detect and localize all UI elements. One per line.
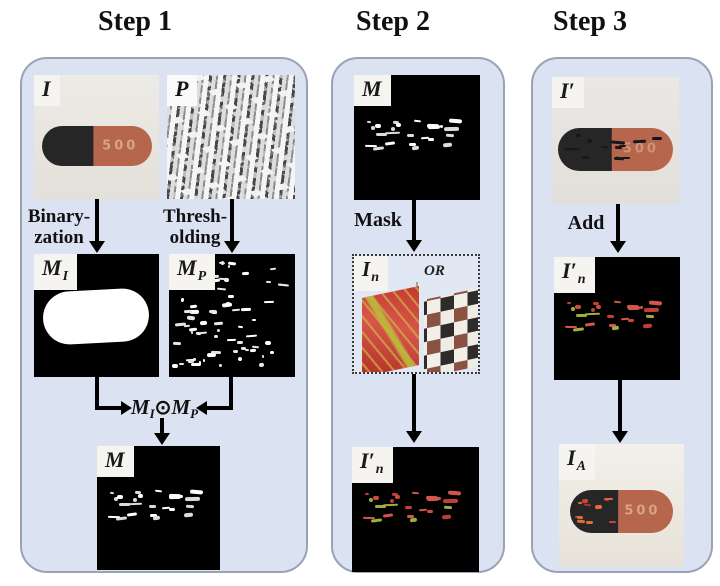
noise-image-inp2: I′n [554,257,680,380]
mask-label: Mask [354,209,402,231]
label-text-mi: M [42,255,62,280]
label-chip-p: P [167,75,198,107]
label-text-mp: M [177,255,197,280]
label-text-i: I [42,76,51,101]
label-text-inp: I′ [360,448,375,473]
step1-header: Step 1 [98,6,172,37]
capsule-pill: 500 [41,125,152,166]
down-arrow-thresholding [230,199,234,242]
mask-image-mi: MI [34,254,159,377]
hadamard-op-label: MI⊙MP [122,395,207,422]
leaf-texture-image [362,285,419,372]
or-label: OR [424,263,445,279]
label-text-m: M [105,447,125,472]
thresholding-line1: Thresh- [162,206,228,227]
pill-imprint-text-ia: 500 [624,503,661,519]
down-arrow-binarization [95,199,99,242]
label-chip-i: I [34,75,60,107]
label-sub-mi: I [62,269,69,284]
merge-arrow-left [95,377,132,415]
label-text-p: P [175,76,189,101]
label-chip-mp: MP [169,254,216,290]
checker-texture-image [424,288,478,372]
label-chip-m2: M [354,75,391,107]
step3-panel: I′ 500 Add I′n IA 500 [531,57,713,573]
step2-panel: M Mask In OR I′n [331,57,505,573]
label-text-m2: M [362,76,382,101]
thresholding-line2: olding [169,227,221,248]
label-chip-ip: I′ [552,77,584,109]
pill-imprint-text: 500 [102,138,139,154]
binarization-label: Binary- zation [24,206,94,248]
mask-image-m: M [97,446,220,570]
label-chip-ia: IA [559,444,595,480]
texture-choice-box: In OR [352,254,480,374]
label-sub-in: n [371,270,379,285]
label-text-inp2: I′ [562,258,577,283]
step3-header: Step 3 [553,6,627,37]
label-sub-mp: P [197,269,207,284]
label-chip-inp: I′n [352,447,393,483]
op-s1: I [149,406,155,421]
label-chip-in: In [354,256,388,291]
down-arrow-add [616,204,620,242]
black-perturbation-marks [558,128,672,171]
label-chip-mi: MI [34,254,78,290]
input-image-i: I 500 [34,75,159,199]
down-arrow-to-ia [618,380,622,432]
label-text-in: I [362,257,371,281]
mask-image-mp: MP [169,254,295,377]
step1-panel: I 500 P Binary- zation Thresh- olding MI [20,57,308,573]
label-chip-inp2: I′n [554,257,595,293]
add-label: Add [567,212,605,234]
pill-silhouette-blob [41,286,151,346]
binarization-line1: Binary- [27,206,91,227]
label-sub-inp: n [375,462,384,477]
noise-output-image-inp: I′n [352,447,479,572]
adversarial-image-ia: IA 500 [559,444,684,567]
marked-image-ip: I′ 500 [552,77,679,204]
capsule-pill-adversarial: 500 [570,489,673,533]
step2-header: Step 2 [356,6,430,37]
op-m2: M [171,395,191,419]
label-chip-m: M [97,446,134,478]
down-arrow-mask [412,200,416,241]
hadamard-symbol: ⊙ [154,397,172,419]
label-text-ip: I′ [560,78,575,103]
capsule-pill-marked: 500 [558,127,673,171]
red-perturbation-marks [570,490,621,533]
down-arrow-to-inp [412,374,416,432]
merge-arrow-right [196,377,233,415]
mask-image-m2: M [354,75,480,200]
down-arrow-to-m [160,418,164,434]
pill-imprint-text-ip: 500 [622,141,659,157]
op-m1: M [130,395,150,419]
thresholding-label: Thresh- olding [160,206,230,248]
binarization-line2: zation [34,227,84,248]
op-s2: P [190,406,199,421]
label-sub-ia: A [576,459,586,474]
perturbation-image-p: P [167,75,295,199]
label-text-ia: I [567,445,576,470]
label-sub-inp2: n [577,272,586,287]
